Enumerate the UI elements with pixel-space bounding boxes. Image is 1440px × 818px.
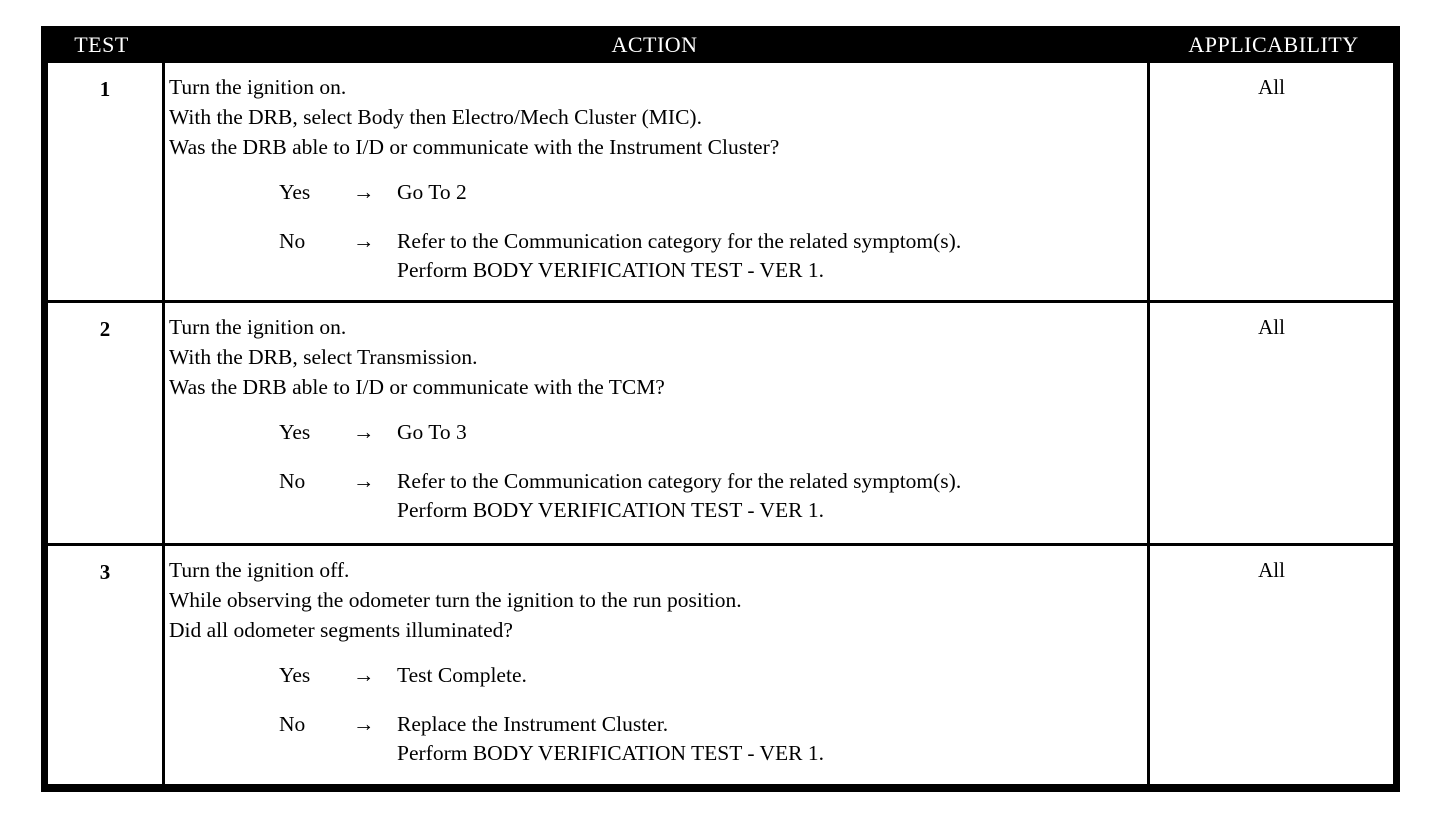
branch-no: No → Refer to the Communication category… — [169, 467, 1147, 525]
branch-yes: Yes → Go To 2 — [169, 178, 1147, 207]
branch-result: Go To 3 — [397, 420, 467, 444]
branch-label: Yes — [279, 180, 311, 204]
table-frame — [41, 26, 1400, 792]
branch-result-continuation: Perform BODY VERIFICATION TEST - VER 1. — [397, 258, 825, 282]
action-statement: With the DRB, select Transmission. — [169, 345, 478, 369]
branch-result: Test Complete. — [397, 663, 527, 687]
arrow-right-icon: → — [353, 663, 375, 687]
table-body: 1 Turn the ignition on. With the DRB, se… — [48, 63, 1393, 784]
branch-result: Refer to the Communication category for … — [397, 229, 962, 253]
action-statement: Turn the ignition off. — [169, 558, 350, 582]
action-branches: Yes → Go To 3 No → Refer to the Communic… — [169, 418, 1147, 525]
action-statement: Was the DRB able to I/D or communicate w… — [169, 375, 665, 399]
cell-applicability: All — [1258, 558, 1285, 582]
branch-label: No — [279, 229, 306, 253]
table-row: 3 Turn the ignition off. While observing… — [48, 546, 1393, 784]
branch-label: Yes — [279, 663, 311, 687]
table-row: 2 Turn the ignition on. With the DRB, se… — [48, 303, 1393, 543]
branch-no: No → Refer to the Communication category… — [169, 227, 1147, 285]
branch-label: No — [279, 712, 306, 736]
branch-result: Go To 2 — [397, 180, 467, 204]
branch-label: Yes — [279, 420, 311, 444]
arrow-right-icon: → — [353, 469, 375, 493]
column-header-action: ACTION — [611, 32, 698, 57]
action-statement: Was the DRB able to I/D or communicate w… — [169, 135, 780, 159]
action-statement: While observing the odometer turn the ig… — [169, 588, 742, 612]
cell-action: Turn the ignition on. With the DRB, sele… — [165, 63, 1147, 300]
cell-test-number: 1 — [99, 77, 111, 101]
arrow-right-icon: → — [353, 712, 375, 736]
cell-applicability: All — [1258, 315, 1285, 339]
column-divider-applicability — [1147, 63, 1150, 784]
action-statement: Did all odometer segments illuminated? — [169, 618, 513, 642]
row-separator-2 — [48, 543, 1393, 546]
action-statement: Turn the ignition on. — [169, 315, 347, 339]
cell-test-number: 3 — [99, 560, 111, 584]
action-branches: Yes → Test Complete. No → Replace the In… — [169, 661, 1147, 768]
action-statement: With the DRB, select Body then Electro/M… — [169, 105, 702, 129]
cell-test-number: 2 — [99, 317, 111, 341]
action-statement: Turn the ignition on. — [169, 75, 347, 99]
arrow-right-icon: → — [353, 180, 375, 204]
branch-result-continuation: Perform BODY VERIFICATION TEST - VER 1. — [397, 741, 825, 765]
cell-action: Turn the ignition on. With the DRB, sele… — [165, 303, 1147, 543]
branch-result-continuation: Perform BODY VERIFICATION TEST - VER 1. — [397, 498, 825, 522]
cell-action: Turn the ignition off. While observing t… — [165, 546, 1147, 784]
branch-result: Refer to the Communication category for … — [397, 469, 962, 493]
column-divider-test — [162, 63, 165, 784]
arrow-right-icon: → — [353, 229, 375, 253]
column-header-applicability: APPLICABILITY — [1188, 32, 1359, 57]
table-row: 1 Turn the ignition on. With the DRB, se… — [48, 63, 1393, 300]
arrow-right-icon: → — [353, 420, 375, 444]
branch-yes: Yes → Test Complete. — [169, 661, 1147, 690]
column-header-test: TEST — [74, 32, 129, 57]
row-separator-1 — [48, 300, 1393, 303]
cell-applicability: All — [1258, 75, 1285, 99]
action-branches: Yes → Go To 2 No → Refer to the Communic… — [169, 178, 1147, 285]
table-header-row: TEST ACTION APPLICABILITY — [41, 26, 1400, 63]
branch-yes: Yes → Go To 3 — [169, 418, 1147, 447]
branch-no: No → Replace the Instrument Cluster. Per… — [169, 710, 1147, 768]
branch-result: Replace the Instrument Cluster. — [397, 712, 669, 736]
branch-label: No — [279, 469, 306, 493]
